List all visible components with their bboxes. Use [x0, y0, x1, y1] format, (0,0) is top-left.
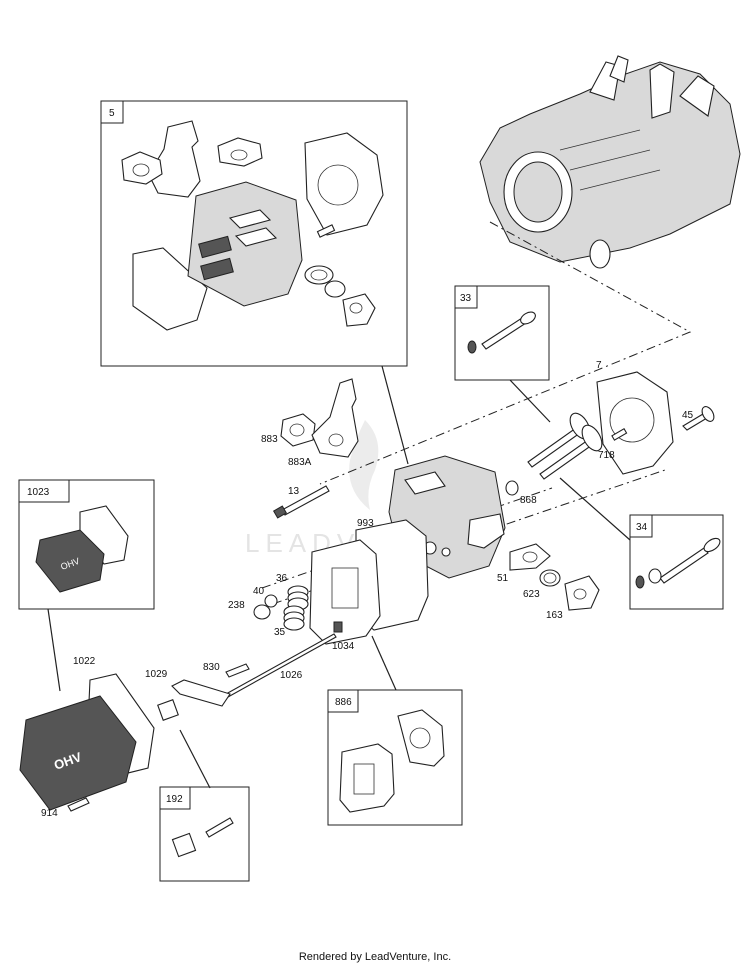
label-914: 914	[41, 808, 58, 819]
head-gasket-7-shape	[596, 371, 674, 475]
kit5-small-gasket-shape	[121, 151, 163, 185]
guide-718-shape	[611, 428, 628, 441]
label-35: 35	[274, 627, 286, 638]
seal-868-shape	[505, 480, 519, 496]
valve-springs	[283, 585, 309, 631]
kit5-ring-gasket-shape	[304, 265, 334, 285]
kit-192-label: 192	[166, 794, 183, 805]
kit-1023-box[interactable]: 1023 OHV	[18, 479, 155, 610]
label-830: 830	[203, 662, 220, 673]
gasket-51-shape	[509, 543, 551, 571]
kit5-head-gasket-shape	[304, 132, 384, 236]
kit-33-box[interactable]: 33	[454, 285, 550, 381]
rocker-plate-shape	[309, 539, 381, 645]
label-36: 36	[276, 573, 288, 584]
label-868: 868	[520, 495, 537, 506]
label-40: 40	[253, 586, 265, 597]
label-1034: 1034	[332, 641, 355, 652]
part-labels: 7 45 718 868 883 883A 13 993 51 623 163 …	[41, 360, 694, 819]
pivot-shape	[157, 699, 179, 721]
kit-5-label: 5	[109, 108, 115, 119]
label-1029: 1029	[145, 669, 168, 680]
kit5-cover-gasket-shape	[132, 247, 208, 331]
label-13: 13	[288, 486, 300, 497]
gasket-623-shape	[539, 569, 561, 587]
kit-886-label: 886	[335, 697, 352, 708]
gasket-163-shape	[564, 575, 600, 611]
bolt-914-shape	[67, 797, 90, 812]
label-1022: 1022	[73, 656, 96, 667]
kit5-intake-gasket-shape	[147, 120, 201, 198]
valve-exhaust-shape	[539, 439, 593, 480]
engine-block	[479, 55, 741, 269]
label-993: 993	[357, 518, 374, 529]
kit-886-box[interactable]: 886	[327, 689, 463, 826]
retainer-40-shape	[264, 594, 278, 608]
gasket-883A-shape	[311, 378, 359, 458]
kit-5-box[interactable]: 5	[100, 100, 408, 367]
alignment-line-upper	[319, 221, 692, 485]
label-623: 623	[523, 589, 540, 600]
rocker-arm-1029-shape	[171, 679, 231, 707]
kit-34-label: 34	[636, 522, 648, 533]
gasket-883-shape	[280, 413, 316, 447]
label-7: 7	[596, 360, 602, 371]
label-1026: 1026	[280, 670, 303, 681]
label-163: 163	[546, 610, 563, 621]
label-883A: 883A	[288, 457, 312, 468]
footer-credit: Rendered by LeadVenture, Inc.	[298, 951, 452, 963]
valve-cover-1022: OHV	[19, 673, 155, 811]
kit-1023-label: 1023	[27, 487, 50, 498]
cap-238-shape	[253, 604, 271, 620]
kit-33-label: 33	[460, 293, 472, 304]
label-883: 883	[261, 434, 278, 445]
kit-192-box[interactable]: 192	[159, 786, 250, 882]
label-51: 51	[497, 573, 509, 584]
label-718: 718	[598, 450, 615, 461]
kit5-exhaust-gasket-shape	[217, 137, 263, 167]
label-238: 238	[228, 600, 245, 611]
valve-intake-shape	[527, 427, 581, 468]
nut-1034-shape	[333, 621, 343, 633]
label-45: 45	[682, 410, 694, 421]
stud-830-shape	[225, 663, 250, 678]
kit-34-box[interactable]: 34	[629, 514, 724, 610]
